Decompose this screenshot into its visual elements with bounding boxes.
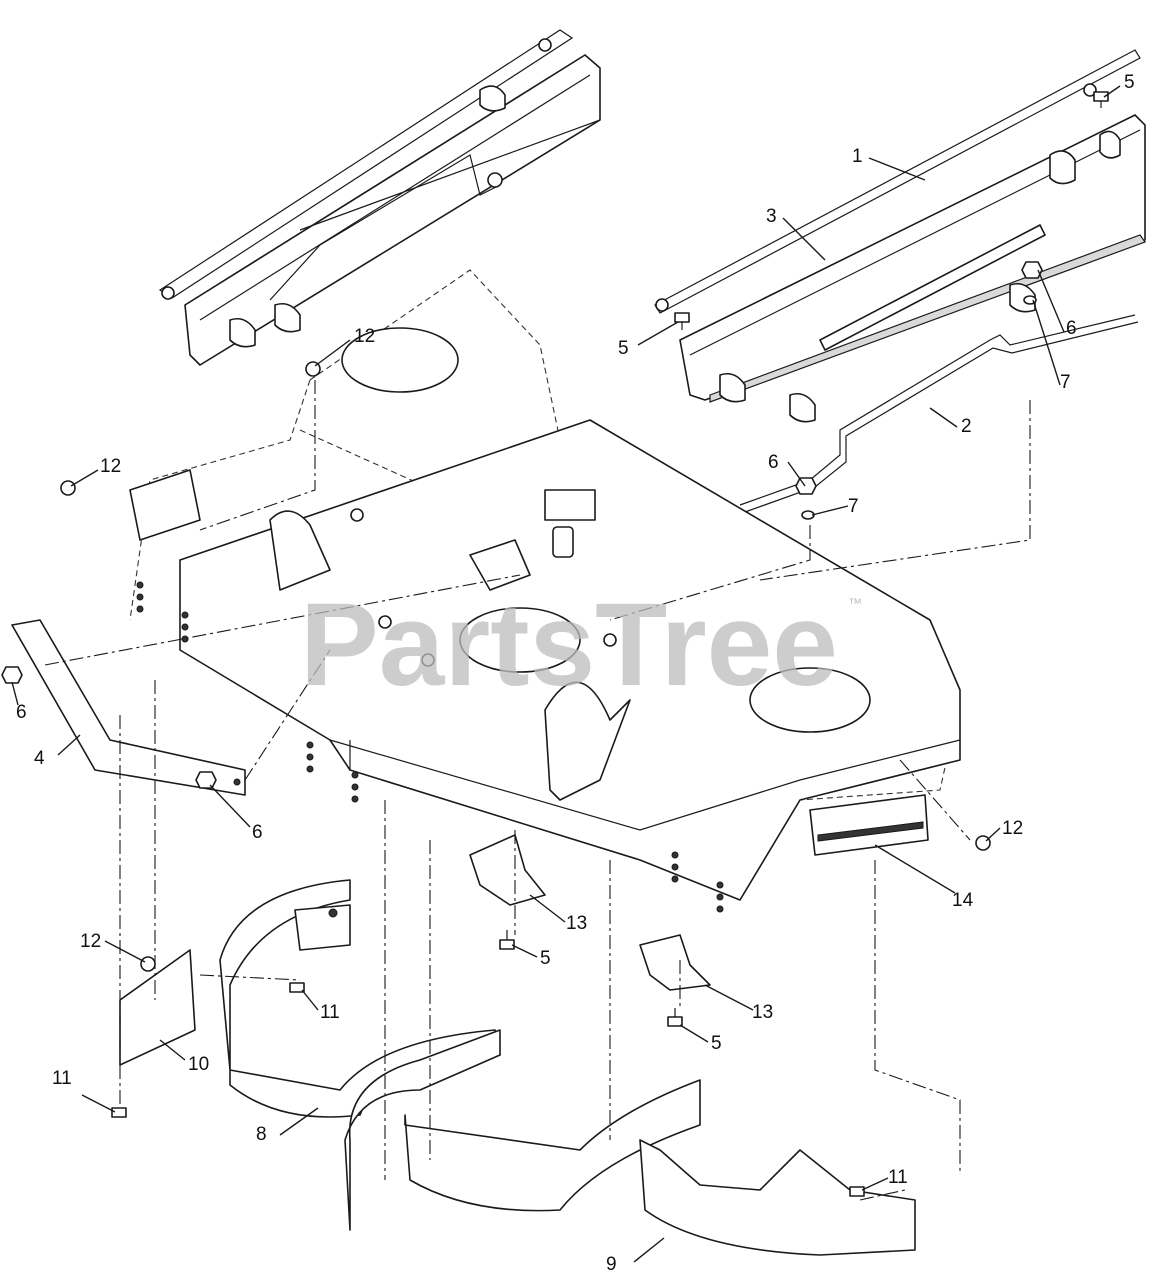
nut-icon xyxy=(1021,261,1043,279)
callout-2: 2 xyxy=(961,416,972,437)
callout-12-right: 12 xyxy=(1002,818,1023,839)
callout-1: 1 xyxy=(852,146,863,167)
mower-deck xyxy=(129,269,961,913)
callout-12-top: 12 xyxy=(354,326,375,347)
callout-6-left: 6 xyxy=(16,702,27,723)
callout-3: 3 xyxy=(766,206,777,227)
baffle-assembly-right xyxy=(654,49,1146,513)
callout-7-right: 7 xyxy=(1060,372,1071,393)
callout-10: 10 xyxy=(188,1054,209,1075)
bolt-icon xyxy=(667,1008,683,1027)
flange-nut-icon xyxy=(60,480,76,496)
nut-icon xyxy=(1,666,23,684)
brackets-13 xyxy=(469,834,711,991)
callout-14: 14 xyxy=(952,890,974,911)
callout-6-right: 6 xyxy=(1066,318,1077,339)
carriage-bolt-icon xyxy=(289,982,305,993)
callout-8: 8 xyxy=(256,1124,267,1145)
bolt-icon xyxy=(674,312,690,330)
assembly-lines xyxy=(44,380,1031,1201)
flange-nut-icon xyxy=(975,835,991,851)
callout-11-chute: 11 xyxy=(320,1002,340,1023)
bolt-icon xyxy=(499,930,515,950)
callout-12-left: 12 xyxy=(100,456,121,477)
callout-6-bar: 6 xyxy=(252,822,263,843)
callout-7-mid: 7 xyxy=(848,496,859,517)
callout-12-plate: 12 xyxy=(80,931,101,952)
watermark-text: PartsTree xyxy=(300,579,838,711)
baffle-assembly-left xyxy=(158,29,601,366)
carriage-bolt-icon xyxy=(849,1186,865,1197)
callout-13-left: 13 xyxy=(566,913,587,934)
callout-5-rod: 5 xyxy=(618,338,629,359)
mounting-bar xyxy=(11,619,246,796)
hardware xyxy=(1,91,1109,1197)
discharge-chutes xyxy=(119,879,916,1256)
watermark: PartsTree ™ xyxy=(300,579,862,711)
callout-9: 9 xyxy=(606,1254,617,1275)
callout-5-bracket-right: 5 xyxy=(711,1033,722,1054)
callout-labels: 1 2 3 4 5 5 5 5 5 6 6 6 6 6 7 7 8 9 10 1… xyxy=(16,72,1135,1275)
nut-icon xyxy=(795,477,817,495)
nut-icon xyxy=(195,771,217,789)
callout-4: 4 xyxy=(34,748,45,769)
callout-11-right: 11 xyxy=(888,1167,908,1188)
callout-13-right: 13 xyxy=(752,1002,773,1023)
callout-6-mid: 6 xyxy=(768,452,779,473)
leader-lines xyxy=(11,85,1121,1263)
callout-5-bracket-left: 5 xyxy=(540,948,551,969)
callout-5-top: 5 xyxy=(1124,72,1135,93)
flange-nut-icon xyxy=(140,956,156,972)
bolt-icon xyxy=(1093,91,1109,108)
callout-11-plate: 11 xyxy=(52,1068,72,1089)
carriage-bolt-icon xyxy=(111,1107,127,1118)
watermark-trademark: ™ xyxy=(848,595,862,611)
